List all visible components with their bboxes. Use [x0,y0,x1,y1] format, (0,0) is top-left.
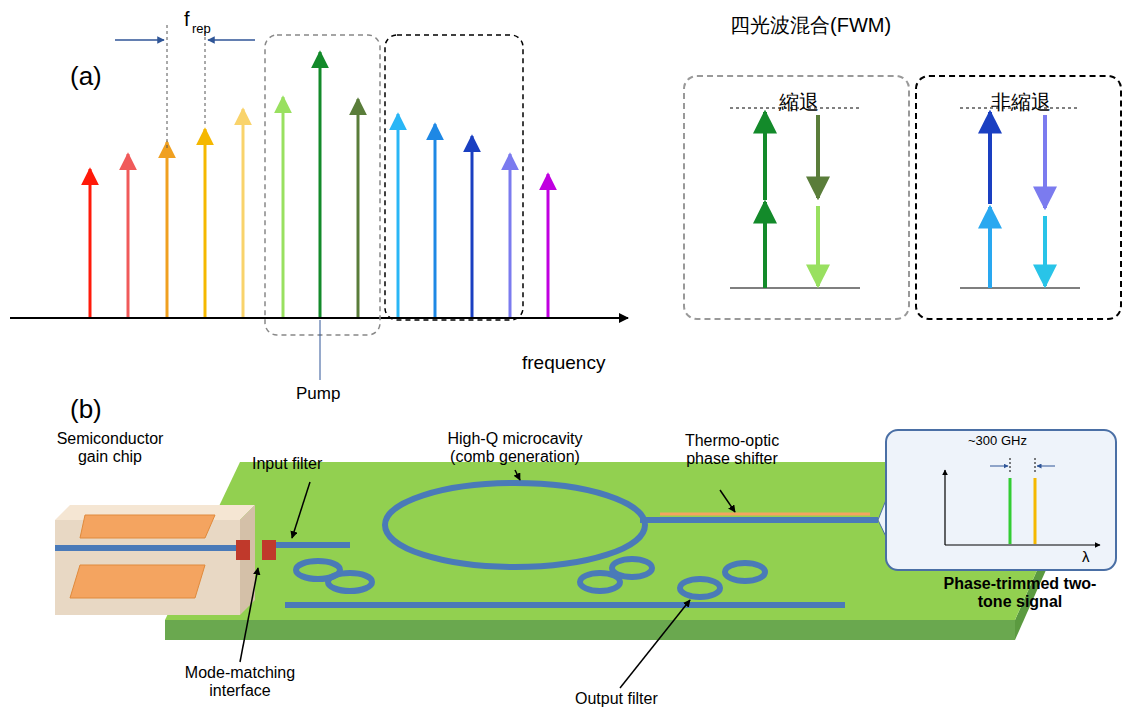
panel-label: (a) [70,62,102,92]
group-box: 縮退 [683,75,910,320]
comb-line [319,52,322,317]
comb-line [397,114,400,317]
axis-label: λ [1082,548,1090,565]
comb-line [434,124,437,317]
group-box: 非縮退 [915,75,1122,320]
comb-line [127,154,130,317]
comb-line [282,97,285,317]
part-label: Semiconductor gain chip [40,430,180,467]
comb-line [357,99,360,317]
group-box: ~300 GHz λ [886,430,1116,570]
part-label: High-Q microcavity (comb generation) [425,430,605,467]
title-label: 四光波混合(FWM) [730,14,891,37]
symbol-subscript: rep [192,22,211,37]
fwm-type: 縮退 [685,91,912,114]
output-label: Phase-trimmed two-tone signal [940,575,1100,612]
comb-line [471,136,474,317]
part-label: Output filter [575,690,658,708]
comb-line [204,129,207,317]
symbol: f [184,8,190,31]
pump-label: Pump [296,384,340,404]
part-label: Thermo-optic phase shifter [672,432,792,469]
comb-line [547,174,550,317]
part-label: Mode-matching interface [170,664,310,701]
spacing-label: ~300 GHz [968,434,1027,449]
part-label: Input filter [252,455,322,473]
comb-line [509,154,512,317]
comb-line [89,169,92,317]
comb-line [242,109,245,317]
axis-label: frequency [522,352,605,374]
fwm-type: 非縮退 [917,91,1124,114]
comb-line [166,142,169,317]
panel-label: (b) [70,395,102,425]
